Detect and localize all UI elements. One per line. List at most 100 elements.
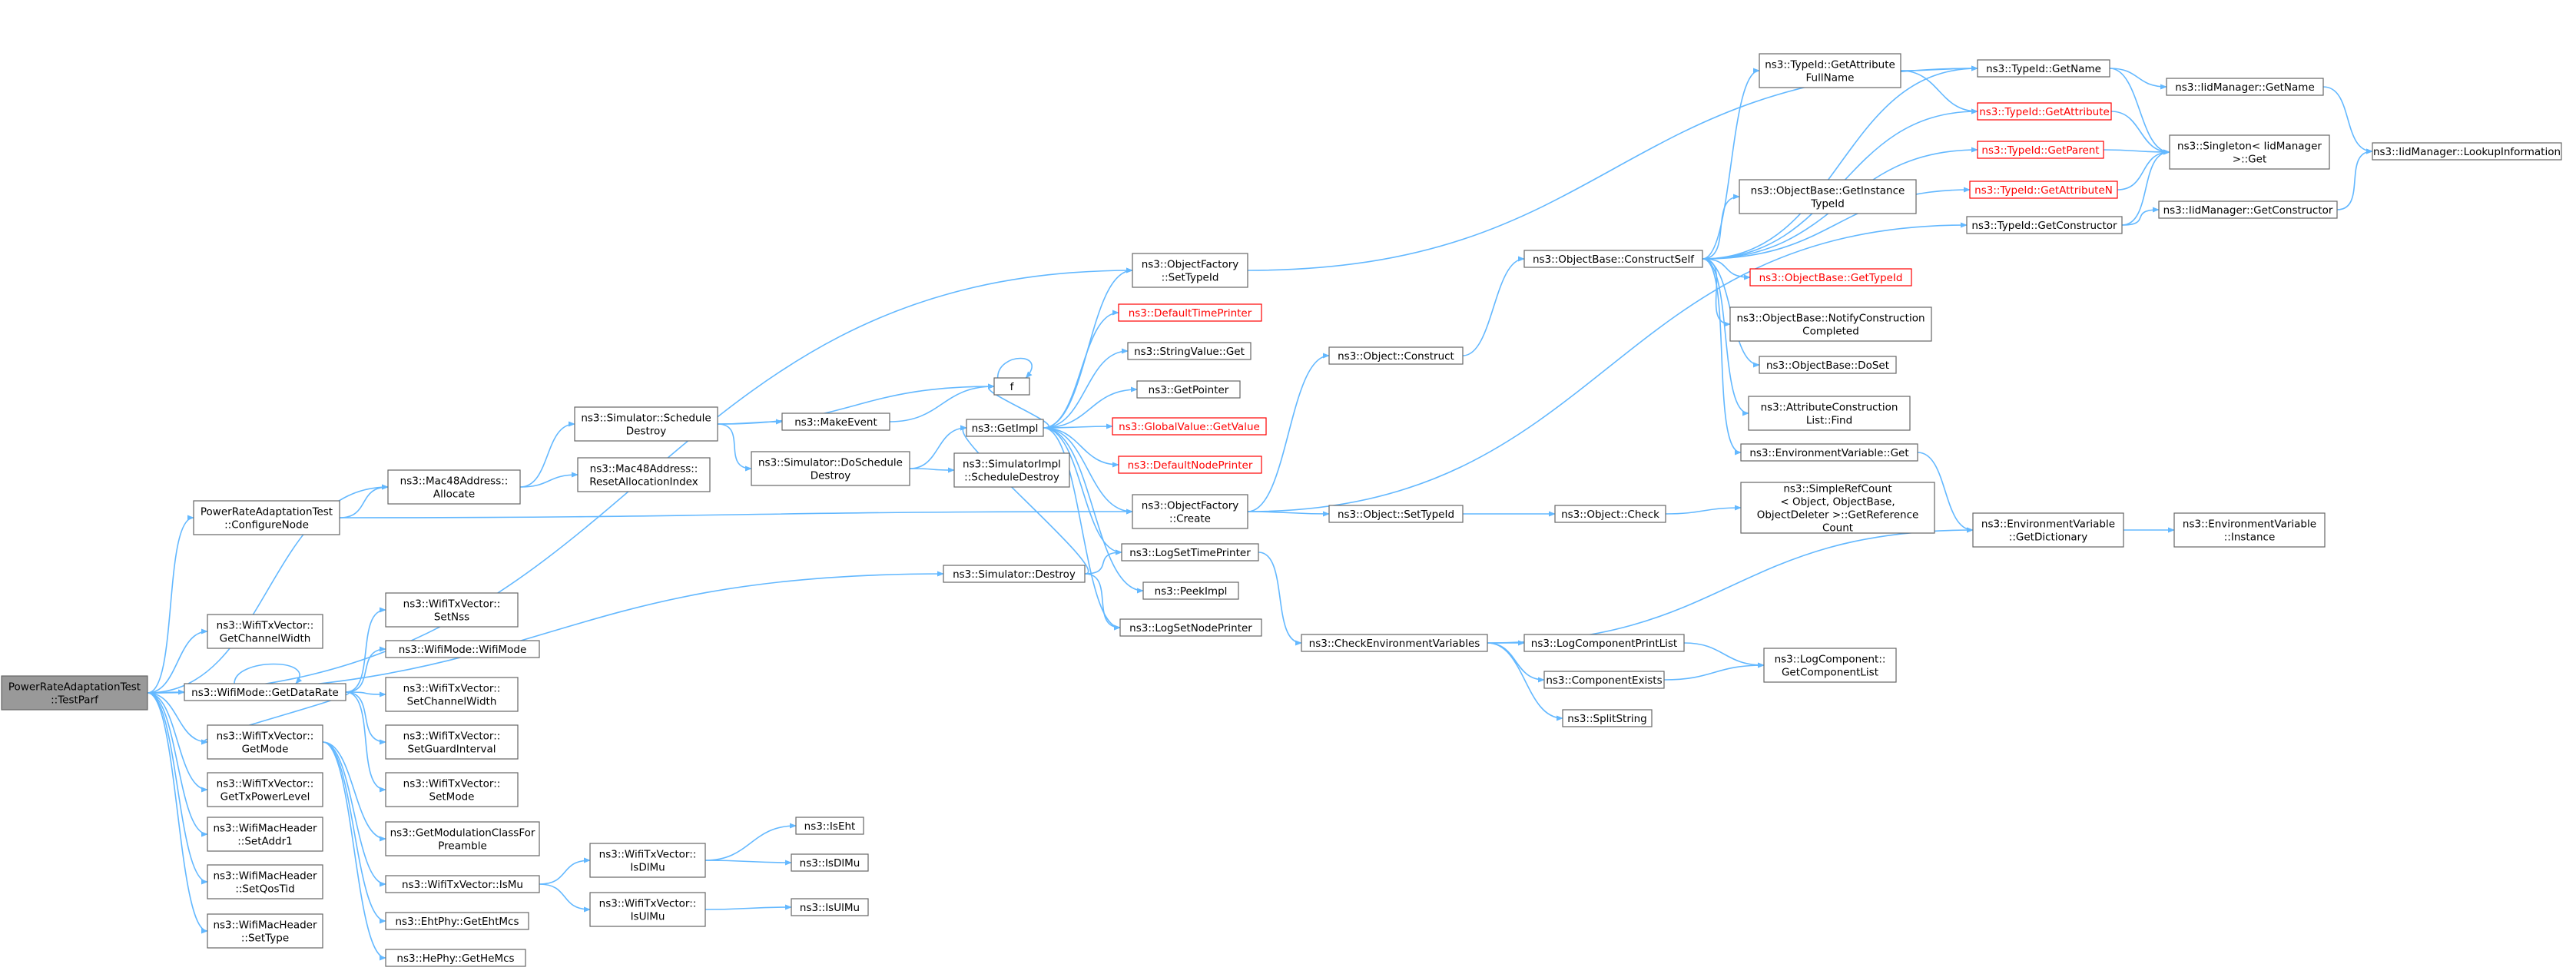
node-label: SetChannelWidth: [407, 696, 497, 708]
node-label: ns3::EnvironmentVariable: [1981, 518, 2115, 531]
node-hemcs[interactable]: ns3::HePhy::GetHeMcs: [385, 949, 526, 967]
node-stype[interactable]: ns3::WifiMacHeader::SetType: [207, 913, 323, 949]
node-imgc[interactable]: ns3::IidManager::GetConstructor: [2158, 200, 2338, 219]
edge-alloc-to-reset: [519, 472, 579, 488]
node-addr1[interactable]: ns3::WifiMacHeader::SetAddr1: [207, 817, 323, 852]
node-imli[interactable]: ns3::IidManager::LookupInformation: [2372, 142, 2562, 161]
node-split[interactable]: ns3::SplitString: [1562, 709, 1653, 727]
edge-root-to-cfg: [147, 515, 194, 694]
edge-lcpl-to-lcgcl: [1683, 642, 1765, 668]
node-evget[interactable]: ns3::EnvironmentVariable::Get: [1740, 443, 1918, 462]
node-tgpar[interactable]: ns3::TypeId::GetParent: [1977, 141, 2104, 159]
node-cexists[interactable]: ns3::ComponentExists: [1543, 671, 1665, 689]
node-lcgcl[interactable]: ns3::LogComponent::GetComponentList: [1763, 648, 1897, 683]
node-setcw[interactable]: ns3::WifiTxVector::SetChannelWidth: [385, 677, 519, 712]
edge-ofcr-to-tgctor: [1247, 222, 1968, 512]
node-objcon[interactable]: ns3::Object::Construct: [1328, 346, 1464, 365]
node-iseht[interactable]: ns3::IsEht: [795, 817, 864, 835]
edge-ismu-to-isulmu: [539, 883, 591, 913]
node-label: ns3::ObjectBase::ConstructSelf: [1533, 253, 1695, 266]
node-ismu[interactable]: ns3::WifiTxVector::IsMu: [385, 875, 540, 893]
node-cfg[interactable]: PowerRateAdaptationTest::ConfigureNode: [193, 500, 340, 535]
node-imgn[interactable]: ns3::IidManager::GetName: [2166, 78, 2324, 96]
node-objsti[interactable]: ns3::Object::SetTypeId: [1328, 505, 1464, 523]
node-mkev[interactable]: ns3::MakeEvent: [781, 412, 890, 431]
node-tgname[interactable]: ns3::TypeId::GetName: [1977, 59, 2110, 78]
node-label: ns3::WifiTxVector::: [217, 730, 314, 743]
node-ofcr[interactable]: ns3::ObjectFactory::Create: [1132, 494, 1248, 529]
node-isulmu2[interactable]: ns3::IsUlMu: [791, 898, 869, 916]
node-srcnt[interactable]: ns3::SimpleRefCount< Object, ObjectBase,…: [1740, 482, 1935, 535]
node-label: Count: [1822, 522, 1853, 535]
node-simsd[interactable]: ns3::Simulator::ScheduleDestroy: [574, 406, 718, 442]
node-qos[interactable]: ns3::WifiMacHeader::SetQosTid: [207, 864, 323, 899]
node-obcs[interactable]: ns3::ObjectBase::ConstructSelf: [1523, 250, 1703, 268]
node-label: SetGuardInterval: [407, 744, 496, 756]
node-wmode[interactable]: ns3::WifiMode::WifiMode: [385, 640, 540, 658]
node-simplsd[interactable]: ns3::SimulatorImpl::ScheduleDestroy: [953, 452, 1070, 488]
edge-obcs-to-obgit: [1702, 194, 1740, 260]
node-label: ns3::WifiMacHeader: [213, 919, 317, 932]
node-box: [1969, 181, 2118, 199]
node-label: ns3::GetModulationClassFor: [390, 827, 535, 840]
node-label: ns3::IsDlMu: [800, 857, 860, 870]
node-evinst[interactable]: ns3::EnvironmentVariable::Instance: [2173, 512, 2326, 548]
node-simdest[interactable]: ns3::Simulator::Destroy: [943, 565, 1086, 583]
node-objchk[interactable]: ns3::Object::Check: [1554, 505, 1666, 523]
node-label: ns3::Object::Construct: [1338, 350, 1454, 363]
node-root[interactable]: PowerRateAdaptationTest::TestParf: [1, 675, 148, 711]
node-obnc[interactable]: ns3::ObjectBase::NotifyConstructionCompl…: [1729, 306, 1932, 342]
node-label: List::Find: [1806, 415, 1852, 427]
node-label: IsUlMu: [631, 911, 665, 923]
node-alloc[interactable]: ns3::Mac48Address::Allocate: [387, 469, 521, 505]
node-isdlmu[interactable]: ns3::WifiTxVector::IsDlMu: [589, 843, 706, 878]
node-ehtmcs[interactable]: ns3::EhtPhy::GetEhtMcs: [385, 912, 529, 930]
node-tgattr[interactable]: ns3::TypeId::GetAttribute: [1977, 102, 2112, 121]
node-setnss[interactable]: ns3::WifiTxVector::SetNss: [385, 592, 519, 628]
node-sing[interactable]: ns3::Singleton< IidManager>::Get: [2169, 134, 2330, 170]
node-gvgv[interactable]: ns3::GlobalValue::GetValue: [1112, 417, 1267, 436]
node-box: [207, 614, 323, 649]
node-isdlmu2[interactable]: ns3::IsDlMu: [791, 853, 869, 872]
node-obds[interactable]: ns3::ObjectBase::DoSet: [1759, 356, 1897, 374]
node-obgti[interactable]: ns3::ObjectBase::GetTypeId: [1749, 268, 1912, 287]
node-label: ::ConfigureNode: [224, 519, 309, 532]
node-reset[interactable]: ns3::Mac48Address::ResetAllocationIndex: [577, 457, 711, 492]
edge-tgctor-to-sing: [2121, 149, 2170, 226]
node-dnp[interactable]: ns3::DefaultNodePrinter: [1118, 456, 1262, 474]
node-setgi[interactable]: ns3::WifiTxVector::SetGuardInterval: [385, 724, 519, 760]
node-gtpl[interactable]: ns3::WifiTxVector::GetTxPowerLevel: [207, 772, 323, 807]
node-lcpl[interactable]: ns3::LogComponentPrintList: [1523, 634, 1685, 652]
edge-root-to-gtpl: [147, 692, 208, 793]
node-lstp[interactable]: ns3::LogSetTimePrinter: [1121, 543, 1259, 562]
node-getimpl[interactable]: ns3::GetImpl: [966, 419, 1044, 437]
node-box: [1119, 618, 1262, 637]
node-label: ::GetDictionary: [2009, 532, 2087, 544]
edge-cev-to-evgd: [1487, 527, 1974, 644]
node-ofsti[interactable]: ns3::ObjectFactory::SetTypeId: [1132, 253, 1248, 288]
node-cev[interactable]: ns3::CheckEnvironmentVariables: [1301, 634, 1488, 652]
edge-gdr-to-setcw: [345, 691, 386, 697]
node-setmode[interactable]: ns3::WifiTxVector::SetMode: [385, 772, 519, 807]
node-evgd[interactable]: ns3::EnvironmentVariable::GetDictionary: [1972, 512, 2124, 548]
node-tgctor[interactable]: ns3::TypeId::GetConstructor: [1966, 216, 2123, 234]
node-svget[interactable]: ns3::StringValue::Get: [1127, 342, 1252, 360]
node-chw[interactable]: ns3::WifiTxVector::GetChannelWidth: [207, 614, 323, 649]
node-isulmu[interactable]: ns3::WifiTxVector::IsUlMu: [589, 892, 706, 927]
node-gmode[interactable]: ns3::WifiTxVector::GetMode: [207, 724, 323, 760]
node-f[interactable]: f: [993, 377, 1030, 396]
node-dtp[interactable]: ns3::DefaultTimePrinter: [1118, 303, 1262, 322]
node-box: [751, 451, 910, 486]
node-tgattrn[interactable]: ns3::TypeId::GetAttributeN: [1969, 181, 2118, 199]
node-label: ns3::WifiMode::WifiMode: [399, 644, 527, 656]
node-peek[interactable]: ns3::PeekImpl: [1142, 581, 1239, 600]
node-label: ns3::IsUlMu: [800, 902, 860, 914]
node-lsnp[interactable]: ns3::LogSetNodePrinter: [1119, 618, 1262, 637]
node-gdr[interactable]: ns3::WifiMode::GetDataRate: [184, 683, 346, 701]
node-gptr[interactable]: ns3::GetPointer: [1136, 380, 1241, 399]
